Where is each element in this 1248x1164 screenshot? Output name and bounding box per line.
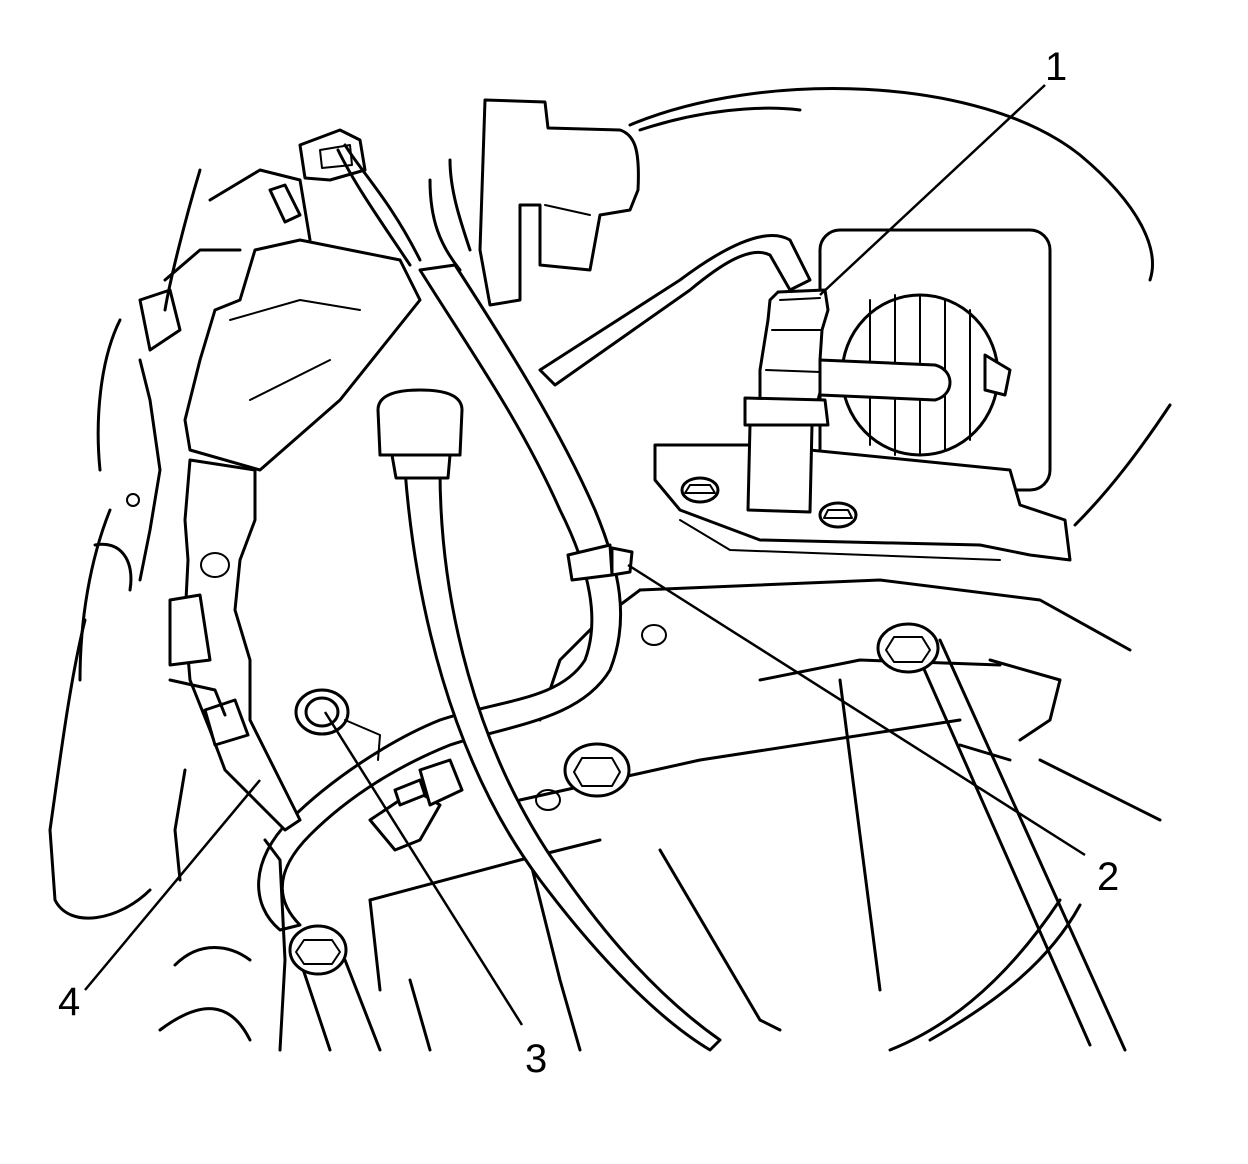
plate-bolt — [818, 501, 858, 529]
case-bolt — [563, 742, 631, 798]
callout-2: 2 — [1097, 855, 1119, 899]
callout-1: 1 — [1045, 45, 1067, 89]
leader-line-4 — [84, 779, 261, 991]
leader-line-2 — [627, 563, 1086, 857]
main-wire-harness — [257, 263, 623, 932]
sensor-connector — [743, 288, 952, 514]
leader-line-1 — [819, 84, 1046, 296]
plate-bolt — [680, 476, 720, 504]
leader-line-3 — [323, 711, 524, 1026]
engine-housing — [158, 87, 1172, 1052]
top-connector — [268, 128, 422, 267]
sensor-wire-harness — [538, 234, 812, 387]
case-bolt — [288, 924, 348, 976]
housing-bolt — [294, 688, 381, 761]
callout-4: 4 — [58, 980, 80, 1024]
harness-clip — [566, 543, 634, 582]
mounting-bracket — [428, 98, 640, 307]
case-boss — [126, 493, 667, 811]
vent-hose — [376, 388, 722, 1052]
switch-housing — [48, 168, 422, 1052]
case-bolt — [876, 622, 940, 674]
harness-connector — [368, 758, 464, 852]
callout-3: 3 — [525, 1037, 547, 1081]
